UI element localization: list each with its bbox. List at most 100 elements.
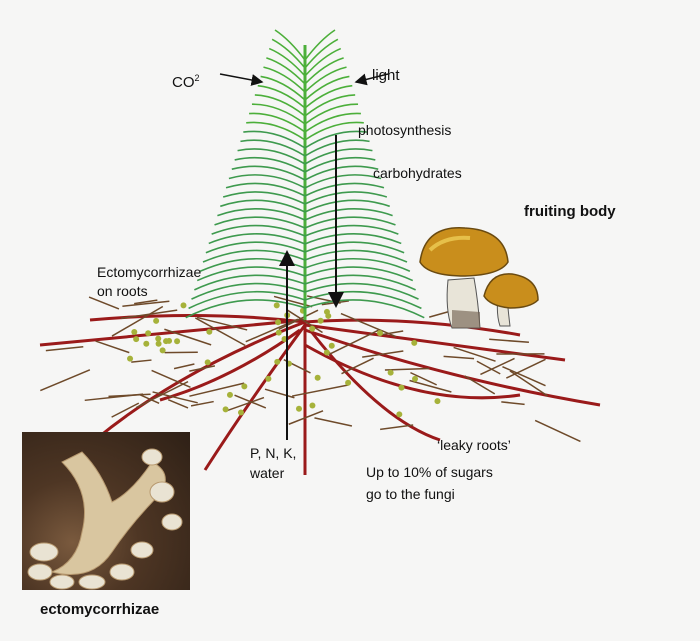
mycorrhiza-cluster: [145, 330, 152, 337]
mycorrhiza-cluster: [127, 355, 134, 362]
fine-root: [327, 329, 379, 356]
ectomycorrhizae-on-roots-label-line1: Ectomycorrhizae: [97, 264, 202, 280]
fine-root: [45, 346, 84, 352]
fine-root: [167, 398, 189, 409]
main-root: [304, 328, 601, 407]
needle: [254, 94, 306, 117]
needle: [199, 257, 306, 273]
fine-root: [502, 365, 546, 387]
needle: [304, 29, 336, 61]
mycorrhiza-cluster: [265, 375, 272, 382]
mycorrhiza-cluster: [143, 340, 150, 347]
pine-seedling: [185, 29, 425, 320]
mycorrhiza-cluster: [274, 358, 281, 365]
mushroom-fruiting-body: [419, 227, 539, 329]
mycorrhiza-cluster: [328, 342, 335, 349]
mycorrhiza-cluster: [377, 330, 384, 337]
needle: [271, 38, 306, 69]
mycorrhiza-cluster: [275, 319, 282, 326]
fine-root: [189, 382, 245, 397]
needle: [304, 199, 390, 213]
mycorrhiza-cluster: [434, 398, 441, 405]
fine-root: [314, 417, 353, 427]
needle: [257, 84, 306, 109]
mycorrhiza-cluster: [180, 302, 187, 309]
mycorrhiza-cluster: [309, 402, 316, 409]
fine-root: [286, 309, 323, 334]
mycorrhiza-cluster: [226, 391, 233, 398]
needle: [304, 103, 359, 125]
needle: [304, 233, 402, 245]
needle: [304, 94, 356, 117]
mycorrhiza-cluster: [155, 340, 162, 347]
fine-root: [196, 316, 248, 331]
nutrients-label-line2: water: [250, 465, 285, 481]
needle: [304, 38, 339, 69]
mycorrhiza-cluster: [396, 411, 403, 418]
mycorrhiza-cluster: [174, 338, 181, 345]
mycorrhiza-cluster: [323, 349, 330, 356]
fine-root: [453, 346, 496, 362]
needle: [214, 216, 306, 229]
fine-root: [362, 350, 404, 358]
fine-root: [139, 394, 160, 405]
fine-root: [476, 360, 501, 375]
mycorrhiza-cluster: [133, 336, 140, 343]
fine-root: [245, 318, 299, 343]
fine-root: [88, 296, 120, 310]
fine-root: [340, 312, 397, 338]
fine-root: [480, 357, 515, 376]
mycorrhiza-cluster: [387, 369, 394, 376]
mycorrhiza-cluster: [323, 308, 330, 315]
needle: [304, 249, 408, 263]
fine-root: [111, 402, 140, 418]
needle: [304, 224, 399, 237]
nutrients-label-line1: P, N, K,: [250, 445, 297, 461]
sugars-label-line2: go to the fungi: [366, 486, 455, 502]
photosynthesis-label: photosynthesis: [358, 122, 452, 138]
main-root: [304, 323, 566, 362]
fine-root: [40, 369, 91, 392]
needle: [222, 191, 306, 205]
mycorrhiza-cluster: [345, 379, 352, 386]
fine-root: [84, 393, 144, 402]
mycorrhiza-cluster: [153, 317, 160, 324]
fruiting-body-label: fruiting body: [524, 203, 616, 220]
fine-root: [173, 363, 195, 370]
needle: [266, 57, 306, 85]
co2-arrow: [219, 73, 264, 86]
needle: [304, 57, 344, 85]
needle: [205, 241, 306, 254]
co2-label: CO2: [172, 73, 200, 91]
fine-root: [120, 309, 178, 320]
fine-root: [135, 380, 189, 409]
main-root: [203, 324, 307, 471]
needle: [304, 130, 367, 149]
needle: [220, 199, 306, 213]
fine-root: [225, 396, 265, 412]
fine-root: [288, 410, 324, 425]
fine-root: [509, 370, 549, 397]
light-label: light: [372, 67, 400, 84]
fine-root: [410, 371, 437, 386]
needle: [251, 103, 306, 125]
mycorrhiza-cluster: [317, 317, 324, 324]
photo-caption: ectomycorrhizae: [40, 601, 160, 618]
fine-root: [194, 317, 246, 347]
needle: [185, 299, 306, 319]
needle: [202, 249, 306, 263]
fine-root: [380, 424, 414, 431]
needle: [304, 156, 376, 173]
fine-root: [122, 300, 170, 307]
needle: [304, 112, 361, 133]
needle: [237, 148, 306, 165]
needle: [304, 191, 388, 205]
fine-root: [464, 375, 496, 395]
mycorrhiza-cluster: [206, 328, 213, 335]
fine-root: [384, 367, 430, 371]
needle: [217, 208, 306, 221]
mycorrhiza-cluster: [159, 347, 166, 354]
main-root: [89, 313, 306, 324]
fine-root: [534, 419, 581, 443]
